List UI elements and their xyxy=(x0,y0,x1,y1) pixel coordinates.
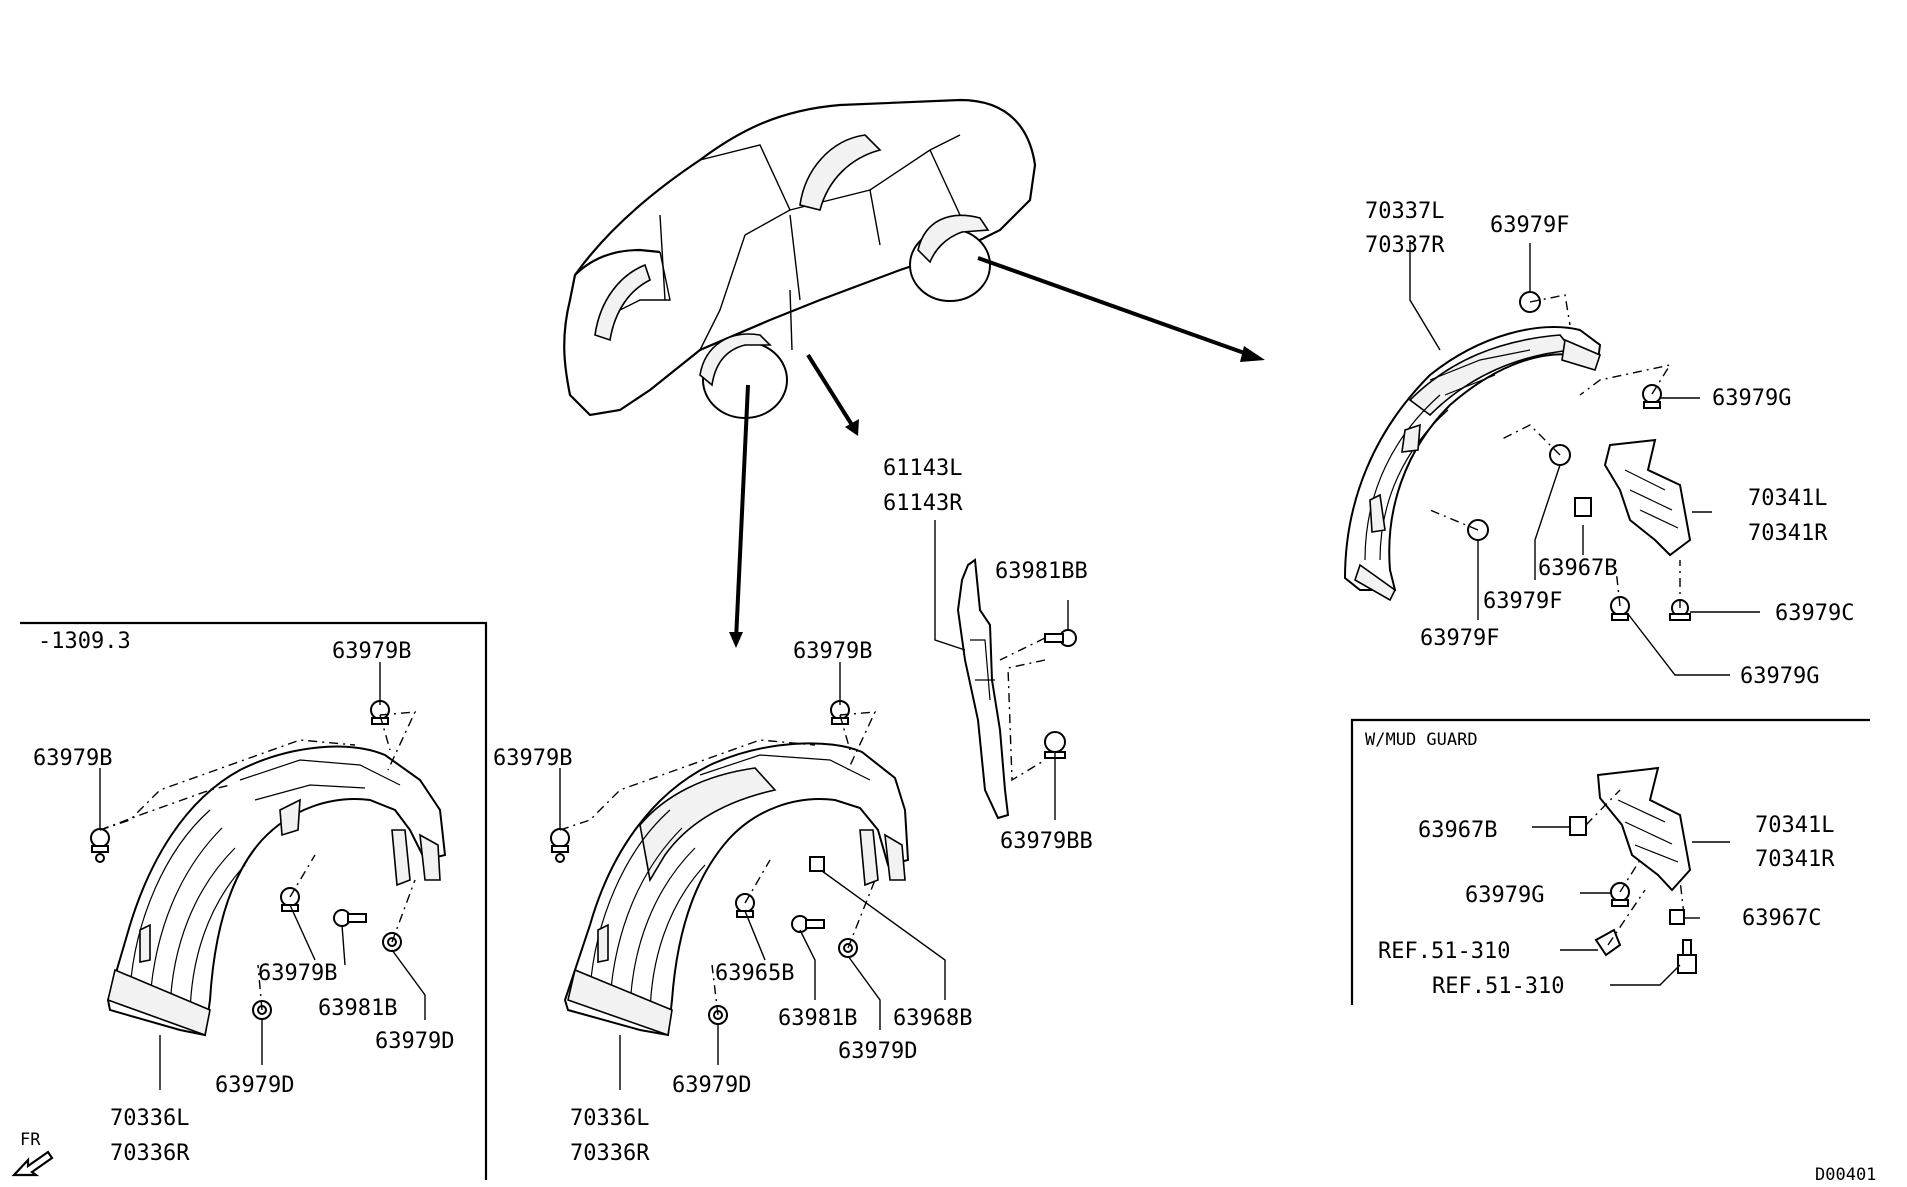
callout-63979F: 63979F xyxy=(1420,626,1499,651)
reference-51-310: REF.51-310 xyxy=(1432,974,1564,999)
bolt-icon xyxy=(1044,629,1077,647)
callout-70341L: 70341L xyxy=(1755,813,1834,838)
callout-70341R: 70341R xyxy=(1748,521,1828,546)
labels-late: 63979B 63979B 63965B 63981B 63968B 63979… xyxy=(493,639,972,1166)
callout-63979F: 63979F xyxy=(1483,589,1562,614)
callout-63979B: 63979B xyxy=(332,639,411,664)
leaders-late xyxy=(559,662,946,1090)
callout-63979G: 63979G xyxy=(1712,386,1791,411)
rear-liner xyxy=(1343,326,1602,602)
fasteners-early xyxy=(90,700,417,1020)
panel-mud-guard-label: W/MUD GUARD xyxy=(1365,730,1478,750)
labels-mud-guard: 63967B 70341L 70341R 63979G 63967C REF.5… xyxy=(1378,813,1835,999)
callout-63979BB: 63979BB xyxy=(1000,829,1093,854)
clip-icon xyxy=(1677,939,1697,974)
panel-early: -1309.3 xyxy=(20,621,488,1180)
pointer-arrows xyxy=(729,256,1265,648)
callout-63979B: 63979B xyxy=(793,639,872,664)
callout-70337L: 70337L xyxy=(1365,199,1444,224)
callout-63979B: 63979B xyxy=(493,746,572,771)
callout-63979F: 63979F xyxy=(1490,213,1569,238)
front-liner-late xyxy=(563,742,910,1037)
clip-icon xyxy=(1594,928,1622,957)
leaders-early xyxy=(99,662,426,1090)
clip-icon xyxy=(550,828,570,863)
callout-63967C: 63967C xyxy=(1742,906,1821,931)
clip-icon xyxy=(735,893,755,918)
callout-70336L: 70336L xyxy=(110,1106,189,1131)
front-liner-early xyxy=(106,745,447,1037)
callout-63979D: 63979D xyxy=(838,1039,917,1064)
clip-icon xyxy=(280,887,300,912)
clip-icon xyxy=(1610,882,1630,907)
bolt-icon xyxy=(791,915,825,933)
clip-icon xyxy=(1642,384,1662,409)
direction-arrow-icon xyxy=(11,1150,54,1177)
callout-63979B: 63979B xyxy=(258,961,337,986)
callout-63979D: 63979D xyxy=(215,1073,294,1098)
callout-63979D: 63979D xyxy=(375,1029,454,1054)
callout-70336R: 70336R xyxy=(110,1141,190,1166)
labels-early: 63979B 63979B 63979B 63981B 63979D 63979… xyxy=(33,639,454,1166)
splash-shield: 61143L 61143R 63981BB 63979BB xyxy=(883,456,1093,854)
callout-63968B: 63968B xyxy=(893,1006,972,1031)
callout-63981B: 63981B xyxy=(778,1006,857,1031)
callout-70336L: 70336L xyxy=(570,1106,649,1131)
panel-early-label: -1309.3 xyxy=(38,629,131,654)
nut-icon xyxy=(1574,497,1592,517)
callout-70341L: 70341L xyxy=(1748,486,1827,511)
vehicle-illustration xyxy=(563,98,1037,419)
callout-70337R: 70337R xyxy=(1365,233,1445,258)
nut-icon xyxy=(809,856,825,872)
fasteners-rear xyxy=(1429,291,1691,621)
callout-63979D: 63979D xyxy=(672,1073,751,1098)
callout-63967B: 63967B xyxy=(1538,556,1617,581)
callout-63979C: 63979C xyxy=(1775,601,1854,626)
callout-63979B: 63979B xyxy=(33,746,112,771)
rear-flap xyxy=(1603,438,1692,557)
callout-63981B: 63981B xyxy=(318,996,397,1021)
callout-70341R: 70341R xyxy=(1755,847,1835,872)
clip-icon xyxy=(90,828,110,863)
leaders-rear xyxy=(1409,240,1760,676)
drawing-code: D00401 xyxy=(1815,1165,1876,1185)
panel-mud-guard: W/MUD GUARD xyxy=(1350,718,1870,1005)
callout-63979G: 63979G xyxy=(1465,883,1544,908)
bolt-icon xyxy=(333,909,367,927)
mud-guard-flap xyxy=(1532,766,1730,986)
nut-icon xyxy=(1569,816,1587,836)
callout-63981BB: 63981BB xyxy=(995,559,1088,584)
direction-label: FR xyxy=(20,1130,41,1150)
callout-63967B: 63967B xyxy=(1418,818,1497,843)
callout-70336R: 70336R xyxy=(570,1141,650,1166)
reference-51-310: REF.51-310 xyxy=(1378,939,1510,964)
callout-63965B: 63965B xyxy=(715,961,794,986)
labels-rear: 70337L 70337R 63979F 63979G 70341L 70341… xyxy=(1365,199,1854,689)
direction-indicator: FR xyxy=(11,1130,54,1177)
nut-icon xyxy=(1669,909,1685,925)
callout-61143L: 61143L xyxy=(883,456,962,481)
callout-61143R: 61143R xyxy=(883,491,963,516)
callout-63979G: 63979G xyxy=(1740,664,1819,689)
